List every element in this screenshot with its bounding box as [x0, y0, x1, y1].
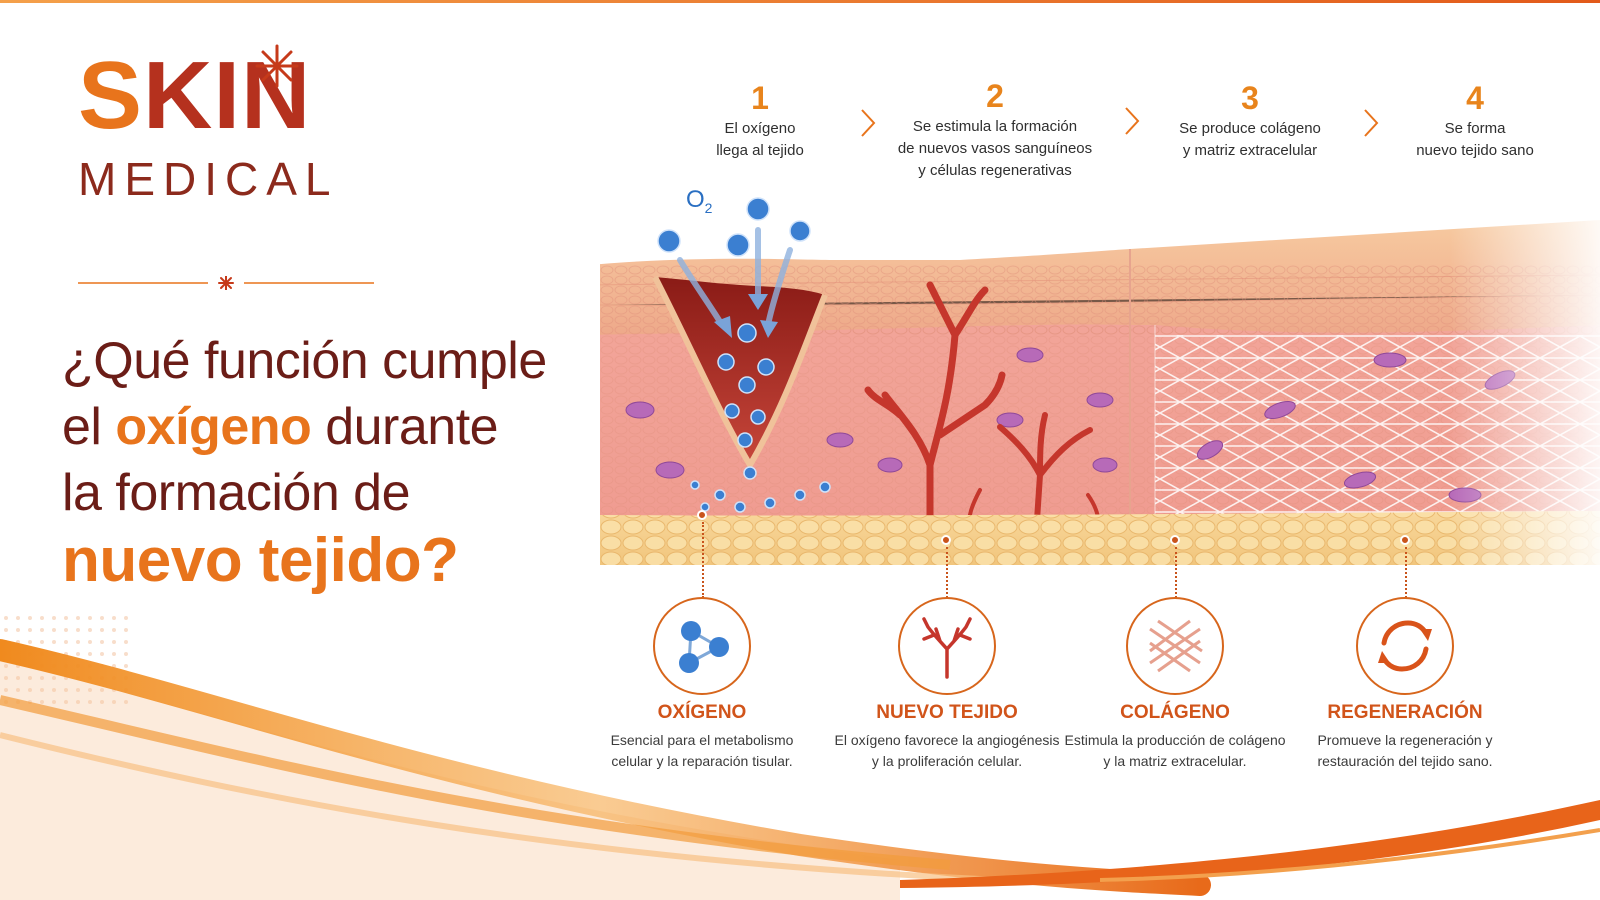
o2-symbol: O	[686, 186, 705, 213]
logo-kin: KIN	[143, 42, 312, 149]
collagen-mesh-icon	[1149, 619, 1203, 673]
feature-desc-line: celular y la reparación tisular.	[611, 753, 793, 769]
step-number: 3	[1241, 80, 1259, 116]
step-line: Se produce colágeno	[1179, 120, 1321, 137]
feature-title-collagen: COLÁGENO	[1120, 702, 1230, 723]
feature-desc-oxygen: Esencial para el metabolismo celular y la…	[582, 730, 822, 772]
chevron-right-icon	[1125, 107, 1140, 135]
step-1: 1 El oxígeno llega al tejido	[680, 80, 840, 162]
feature-oxygen-circle	[653, 597, 751, 695]
step-line: Se estimula la formación	[912, 118, 1078, 135]
connector-line	[946, 547, 948, 598]
feature-desc-line: y la matriz extracelular.	[1103, 753, 1247, 769]
feature-collagen-circle	[1126, 597, 1224, 695]
logo-s: S	[78, 42, 144, 149]
step-text: Se estimula la formación de nuevos vasos …	[870, 116, 1120, 182]
headline-line-3: la formación de	[62, 464, 411, 522]
step-3: 3 Se produce colágeno y matriz extracelul…	[1140, 80, 1360, 162]
headline-line-2: el oxígeno durante	[62, 394, 602, 460]
sparkle-icon	[255, 44, 299, 88]
headline-line-1: ¿Qué función cumple	[62, 332, 547, 390]
feature-desc-line: restauración del tejido sano.	[1317, 753, 1493, 769]
feature-title-new-tissue: NUEVO TEJIDO	[876, 702, 1018, 723]
molecule-icon	[679, 621, 729, 673]
feature-title-oxygen: OXÍGENO	[657, 702, 747, 723]
connector-dot	[1400, 535, 1410, 545]
oxygen-flow-arrows	[657, 227, 793, 338]
step-number: 2	[986, 78, 1004, 114]
step-line: llega al tejido	[716, 142, 804, 159]
feature-title-regeneration: REGENERACIÓN	[1327, 702, 1483, 723]
connector-line	[1405, 547, 1407, 598]
step-line: El oxígeno	[724, 120, 796, 137]
skin-tissue-diagram	[600, 215, 1600, 605]
chevron-right-icon	[861, 109, 876, 137]
step-2: 2 Se estimula la formación de nuevos vaso…	[870, 78, 1120, 182]
feature-desc-line: Promueve la regeneración y	[1317, 732, 1493, 748]
step-line: y matriz extracelular	[1182, 142, 1318, 159]
o2-label: O2	[686, 186, 712, 216]
step-line: y células regenerativas	[918, 162, 1072, 179]
connector-line	[1175, 547, 1177, 598]
step-text: Se forma nuevo tejido sano	[1380, 118, 1570, 162]
feature-desc-regeneration: Promueve la regeneración y restauración d…	[1285, 730, 1525, 772]
headline-text: durante	[311, 398, 499, 456]
brand-logo: SKIN MEDICAL	[78, 48, 378, 206]
headline-line-4: nuevo tejido?	[62, 526, 459, 595]
step-text: Se produce colágeno y matriz extracelular	[1140, 118, 1360, 162]
chevron-right-icon	[1364, 109, 1379, 137]
connector-dot	[941, 535, 951, 545]
connector-line	[702, 522, 704, 598]
feature-regeneration-circle	[1356, 597, 1454, 695]
step-line: Se forma	[1444, 120, 1506, 137]
step-line: de nuevos vasos sanguíneos	[897, 140, 1093, 157]
connector-dot	[1170, 535, 1180, 545]
headline: ¿Qué función cumple el oxígeno durante l…	[62, 328, 602, 596]
connector-dot	[697, 510, 707, 520]
step-line: nuevo tejido sano	[1416, 142, 1534, 159]
logo-medical-wordmark: MEDICAL	[78, 153, 339, 205]
headline-text: el	[62, 398, 116, 456]
feature-desc-collagen: Estimula la producción de colágeno y la m…	[1055, 730, 1295, 772]
oxygen-bubble	[746, 197, 770, 221]
logo-divider	[78, 276, 374, 290]
feature-desc-line: Esencial para el metabolismo	[610, 732, 794, 748]
o2-subscript: 2	[704, 199, 713, 216]
feature-desc-new-tissue: El oxígeno favorece la angiogénesis y la …	[827, 730, 1067, 772]
feature-desc-line: Estimula la producción de colágeno	[1064, 732, 1286, 748]
feature-desc-line: El oxígeno favorece la angiogénesis	[834, 732, 1060, 748]
feature-desc-line: y la proliferación celular.	[871, 753, 1023, 769]
blood-vessel-icon	[922, 617, 972, 679]
step-4: 4 Se forma nuevo tejido sano	[1380, 80, 1570, 162]
step-number: 1	[751, 80, 769, 116]
step-text: El oxígeno llega al tejido	[680, 118, 840, 162]
feature-new-tissue-circle	[898, 597, 996, 695]
logo-skin-wordmark: SKIN	[78, 48, 311, 144]
headline-highlight-oxygen: oxígeno	[115, 398, 312, 456]
oxygen-bubble	[789, 220, 811, 242]
step-number: 4	[1466, 80, 1484, 116]
cycle-arrows-icon	[1378, 620, 1432, 672]
